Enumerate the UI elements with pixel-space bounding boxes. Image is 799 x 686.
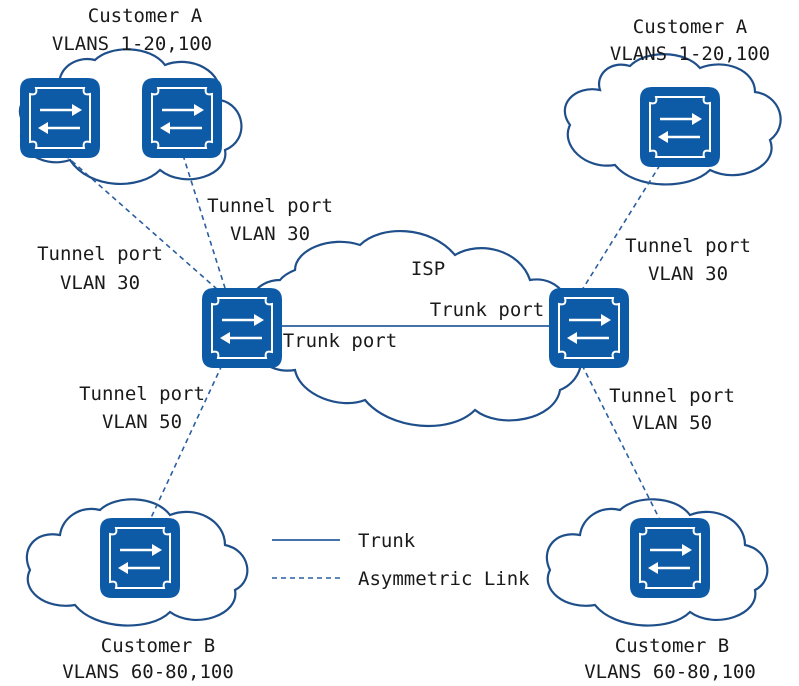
- switch-icon-customer-a-right: [640, 87, 720, 167]
- trunk-port-right-label: Trunk port: [430, 299, 544, 321]
- switch-icon-isp-right: [549, 288, 629, 368]
- asym-link-a-right: [581, 164, 661, 291]
- legend-asymmetric-label: Asymmetric Link: [358, 568, 530, 590]
- switch-icon-customer-a-left-1: [20, 78, 100, 158]
- customer-b-left-vlans: VLANS 60-80,100: [62, 661, 234, 683]
- customer-b-right-vlans: VLANS 60-80,100: [584, 661, 756, 683]
- port-left-a-side-line1: Tunnel port: [37, 243, 163, 265]
- switch-icon-customer-b-left: [100, 518, 180, 598]
- customer-b-left-name: Customer B: [101, 635, 215, 657]
- asym-link-a-left-1: [64, 154, 219, 291]
- customer-a-left-name: Customer A: [88, 5, 203, 27]
- legend-trunk-label: Trunk: [358, 530, 416, 552]
- switch-icon-isp-left: [202, 288, 282, 368]
- legend: Trunk Asymmetric Link: [272, 530, 530, 590]
- isp-label: ISP: [411, 258, 445, 280]
- port-left-b-line2: VLAN 50: [102, 411, 182, 433]
- port-right-b-line2: VLAN 50: [632, 412, 712, 434]
- customer-a-right-vlans: VLANS 1-20,100: [610, 43, 770, 65]
- port-left-a-side-line2: VLAN 30: [60, 272, 140, 294]
- links: [64, 154, 661, 521]
- port-left-a-top-line2: VLAN 30: [230, 223, 310, 245]
- port-right-a-line2: VLAN 30: [648, 263, 728, 285]
- port-right-b-line1: Tunnel port: [609, 385, 735, 407]
- port-left-b-line1: Tunnel port: [79, 383, 205, 405]
- port-right-a-line1: Tunnel port: [625, 235, 751, 257]
- customer-a-right-name: Customer A: [633, 16, 748, 38]
- switch-icon-customer-b-right: [630, 518, 710, 598]
- customer-a-left-vlans: VLANS 1-20,100: [52, 33, 212, 55]
- asym-link-b-left: [149, 364, 223, 521]
- customer-b-right-name: Customer B: [615, 635, 729, 657]
- trunk-port-left-label: Trunk port: [283, 330, 397, 352]
- port-left-a-top-line1: Tunnel port: [207, 195, 333, 217]
- asym-link-b-right: [581, 364, 661, 521]
- switch-icon-customer-a-left-2: [142, 78, 222, 158]
